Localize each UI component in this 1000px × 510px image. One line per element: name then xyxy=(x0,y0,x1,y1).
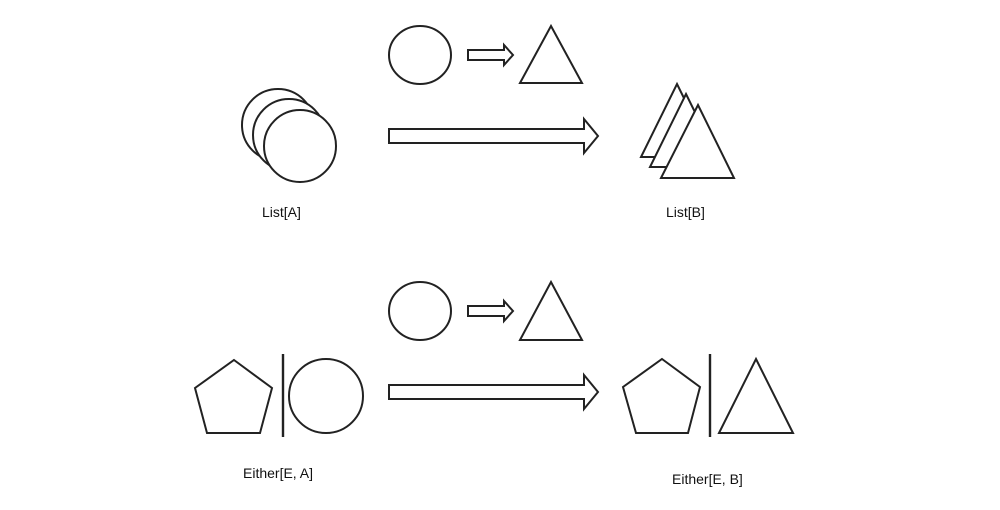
either-function-a-to-b xyxy=(388,279,584,341)
function-input-circle-icon xyxy=(388,281,452,341)
either-a-left-pentagon-icon xyxy=(193,358,274,434)
either-b-label: Either[E, B] xyxy=(672,471,743,487)
either-b-shapes xyxy=(621,354,795,437)
function-small-arrow-icon xyxy=(467,298,515,324)
list-section xyxy=(241,23,736,183)
list-a-circle-icon xyxy=(263,109,337,183)
either-section xyxy=(193,279,795,437)
either-a-shapes xyxy=(193,354,364,437)
list-map-arrow-icon xyxy=(388,116,600,156)
list-function-a-to-b xyxy=(388,23,584,85)
list-a-label: List[A] xyxy=(262,204,301,220)
function-input-circle-icon xyxy=(388,25,452,85)
list-b-label: List[B] xyxy=(666,204,705,220)
list-a-stacked-circles xyxy=(241,88,337,183)
function-output-triangle-icon xyxy=(518,23,584,84)
either-map-arrow-icon xyxy=(388,372,600,412)
function-output-triangle-icon xyxy=(518,279,584,341)
either-a-label: Either[E, A] xyxy=(243,465,314,481)
either-b-right-triangle-icon xyxy=(717,356,795,434)
function-small-arrow-icon xyxy=(467,42,515,68)
either-b-left-pentagon-icon xyxy=(621,357,702,434)
list-b-stacked-triangles xyxy=(639,81,736,179)
list-b-triangle-icon xyxy=(659,102,736,179)
either-a-right-circle-icon xyxy=(288,358,364,434)
